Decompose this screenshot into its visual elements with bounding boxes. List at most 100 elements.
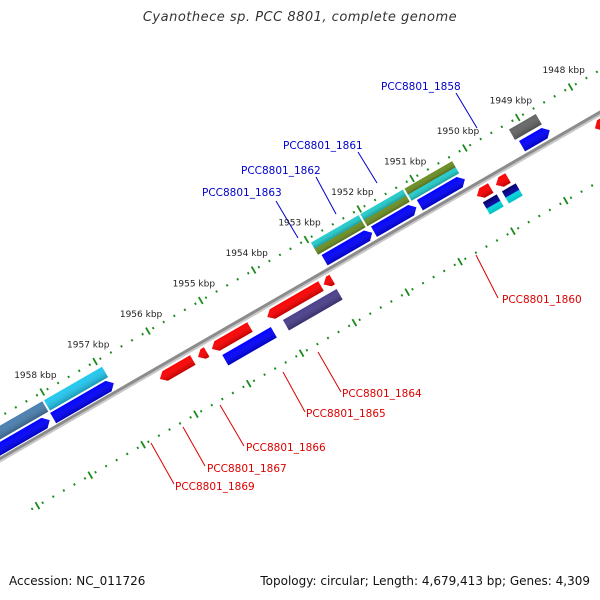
- minor-tick: [511, 119, 514, 123]
- gene-reverse[interactable]: [195, 347, 210, 362]
- tick-label: 1952 kbp: [331, 188, 374, 198]
- gene-reverse[interactable]: [209, 322, 253, 354]
- gene-reverse[interactable]: [321, 274, 335, 290]
- gene-1863-olive[interactable]: [314, 221, 366, 255]
- gene-forward[interactable]: [416, 174, 468, 211]
- minor-tick: [99, 357, 102, 361]
- minor-tick: [194, 302, 197, 306]
- gene-forward-upper[interactable]: [0, 401, 49, 450]
- minor-tick: [458, 149, 461, 153]
- minor-tick: [109, 351, 113, 354]
- minor-tick: [168, 428, 171, 431]
- minor-tick: [495, 239, 499, 242]
- gene-forward[interactable]: [50, 378, 117, 424]
- major-tick: [298, 349, 305, 358]
- minor-tick: [141, 332, 144, 336]
- gene-1858[interactable]: [508, 114, 542, 140]
- gene-1862-cyan[interactable]: [360, 189, 407, 221]
- minor-tick: [268, 259, 271, 263]
- minor-tick: [289, 247, 292, 251]
- minor-tick: [405, 180, 409, 184]
- gene-forward[interactable]: [321, 228, 376, 266]
- minor-tick: [532, 107, 535, 110]
- minor-tick: [580, 190, 583, 194]
- minor-tick: [426, 168, 430, 171]
- gene-label[interactable]: PCC8801_1866: [246, 442, 326, 454]
- gene-label[interactable]: PCC8801_1869: [175, 481, 255, 493]
- minor-tick: [553, 94, 556, 98]
- tick-label: 1953 kbp: [278, 219, 321, 229]
- gene-label[interactable]: PCC8801_1860: [502, 294, 582, 306]
- minor-tick: [347, 324, 351, 328]
- tick-label: 1951 kbp: [384, 158, 427, 168]
- gene-1861-olive[interactable]: [404, 161, 456, 195]
- minor-tick: [411, 287, 414, 291]
- gene-label[interactable]: PCC8801_1862: [241, 165, 321, 177]
- gene-reverse[interactable]: [474, 183, 494, 201]
- callout-line: [219, 404, 245, 447]
- minor-tick: [569, 196, 573, 200]
- gene-1863-cyan[interactable]: [310, 215, 363, 249]
- minor-tick: [379, 306, 383, 309]
- minor-tick: [548, 208, 552, 212]
- callout-line: [317, 351, 342, 393]
- minor-tick: [384, 192, 387, 196]
- major-tick: [140, 440, 146, 449]
- minor-tick: [88, 363, 92, 367]
- minor-tick: [231, 391, 235, 395]
- minor-tick: [46, 387, 49, 391]
- gene-forward[interactable]: [0, 415, 53, 462]
- minor-tick: [257, 265, 261, 269]
- gene-reverse[interactable]: [157, 355, 196, 384]
- major-tick: [245, 379, 252, 388]
- minor-tick: [120, 345, 123, 348]
- gene-1860b[interactable]: [501, 183, 523, 204]
- major-tick: [34, 501, 41, 510]
- minor-tick: [35, 393, 39, 397]
- major-tick: [462, 144, 468, 152]
- minor-tick: [447, 155, 451, 159]
- minor-tick: [485, 245, 488, 248]
- gene-label[interactable]: PCC8801_1867: [207, 463, 287, 475]
- minor-tick: [342, 216, 345, 220]
- major-tick: [351, 318, 358, 327]
- genome-summary: Topology: circular; Length: 4,679,413 bp…: [260, 574, 590, 588]
- callout-line: [475, 254, 499, 299]
- gene-1860[interactable]: [482, 194, 504, 215]
- gene-1861-cyan[interactable]: [408, 167, 460, 201]
- minor-tick: [62, 489, 66, 492]
- gene-reverse[interactable]: [265, 281, 324, 322]
- gene-forward[interactable]: [519, 125, 553, 152]
- minor-tick: [415, 174, 419, 178]
- gene-label[interactable]: PCC8801_1865: [306, 408, 386, 420]
- minor-tick: [400, 293, 404, 297]
- gene-1866[interactable]: [222, 327, 277, 366]
- gene-1865[interactable]: [282, 289, 343, 331]
- major-tick: [87, 471, 94, 480]
- gene-1862-olive[interactable]: [363, 195, 410, 227]
- minor-tick: [41, 501, 45, 505]
- gene-reverse[interactable]: [493, 173, 511, 190]
- minor-tick: [284, 361, 288, 364]
- gene-label[interactable]: PCC8801_1863: [202, 187, 282, 199]
- minor-tick: [506, 232, 509, 236]
- minor-tick: [453, 263, 457, 267]
- callout-line: [455, 92, 478, 129]
- tick-label: 1956 kbp: [120, 310, 163, 320]
- gene-forward[interactable]: [370, 202, 419, 237]
- minor-tick: [590, 184, 594, 187]
- map-title: Cyanothece sp. PCC 8801, complete genome: [142, 10, 458, 25]
- major-tick: [510, 227, 516, 236]
- gene-forward-upper[interactable]: [44, 366, 109, 411]
- callout-line: [282, 371, 306, 413]
- gene-label[interactable]: PCC8801_1858: [381, 81, 461, 93]
- minor-tick: [468, 143, 472, 147]
- minor-tick: [242, 385, 245, 389]
- minor-tick: [537, 214, 541, 218]
- minor-tick: [189, 415, 192, 419]
- gene-label[interactable]: PCC8801_1861: [283, 140, 363, 152]
- minor-tick: [252, 379, 256, 383]
- gene-label[interactable]: PCC8801_1864: [342, 388, 422, 400]
- minor-tick: [94, 470, 97, 474]
